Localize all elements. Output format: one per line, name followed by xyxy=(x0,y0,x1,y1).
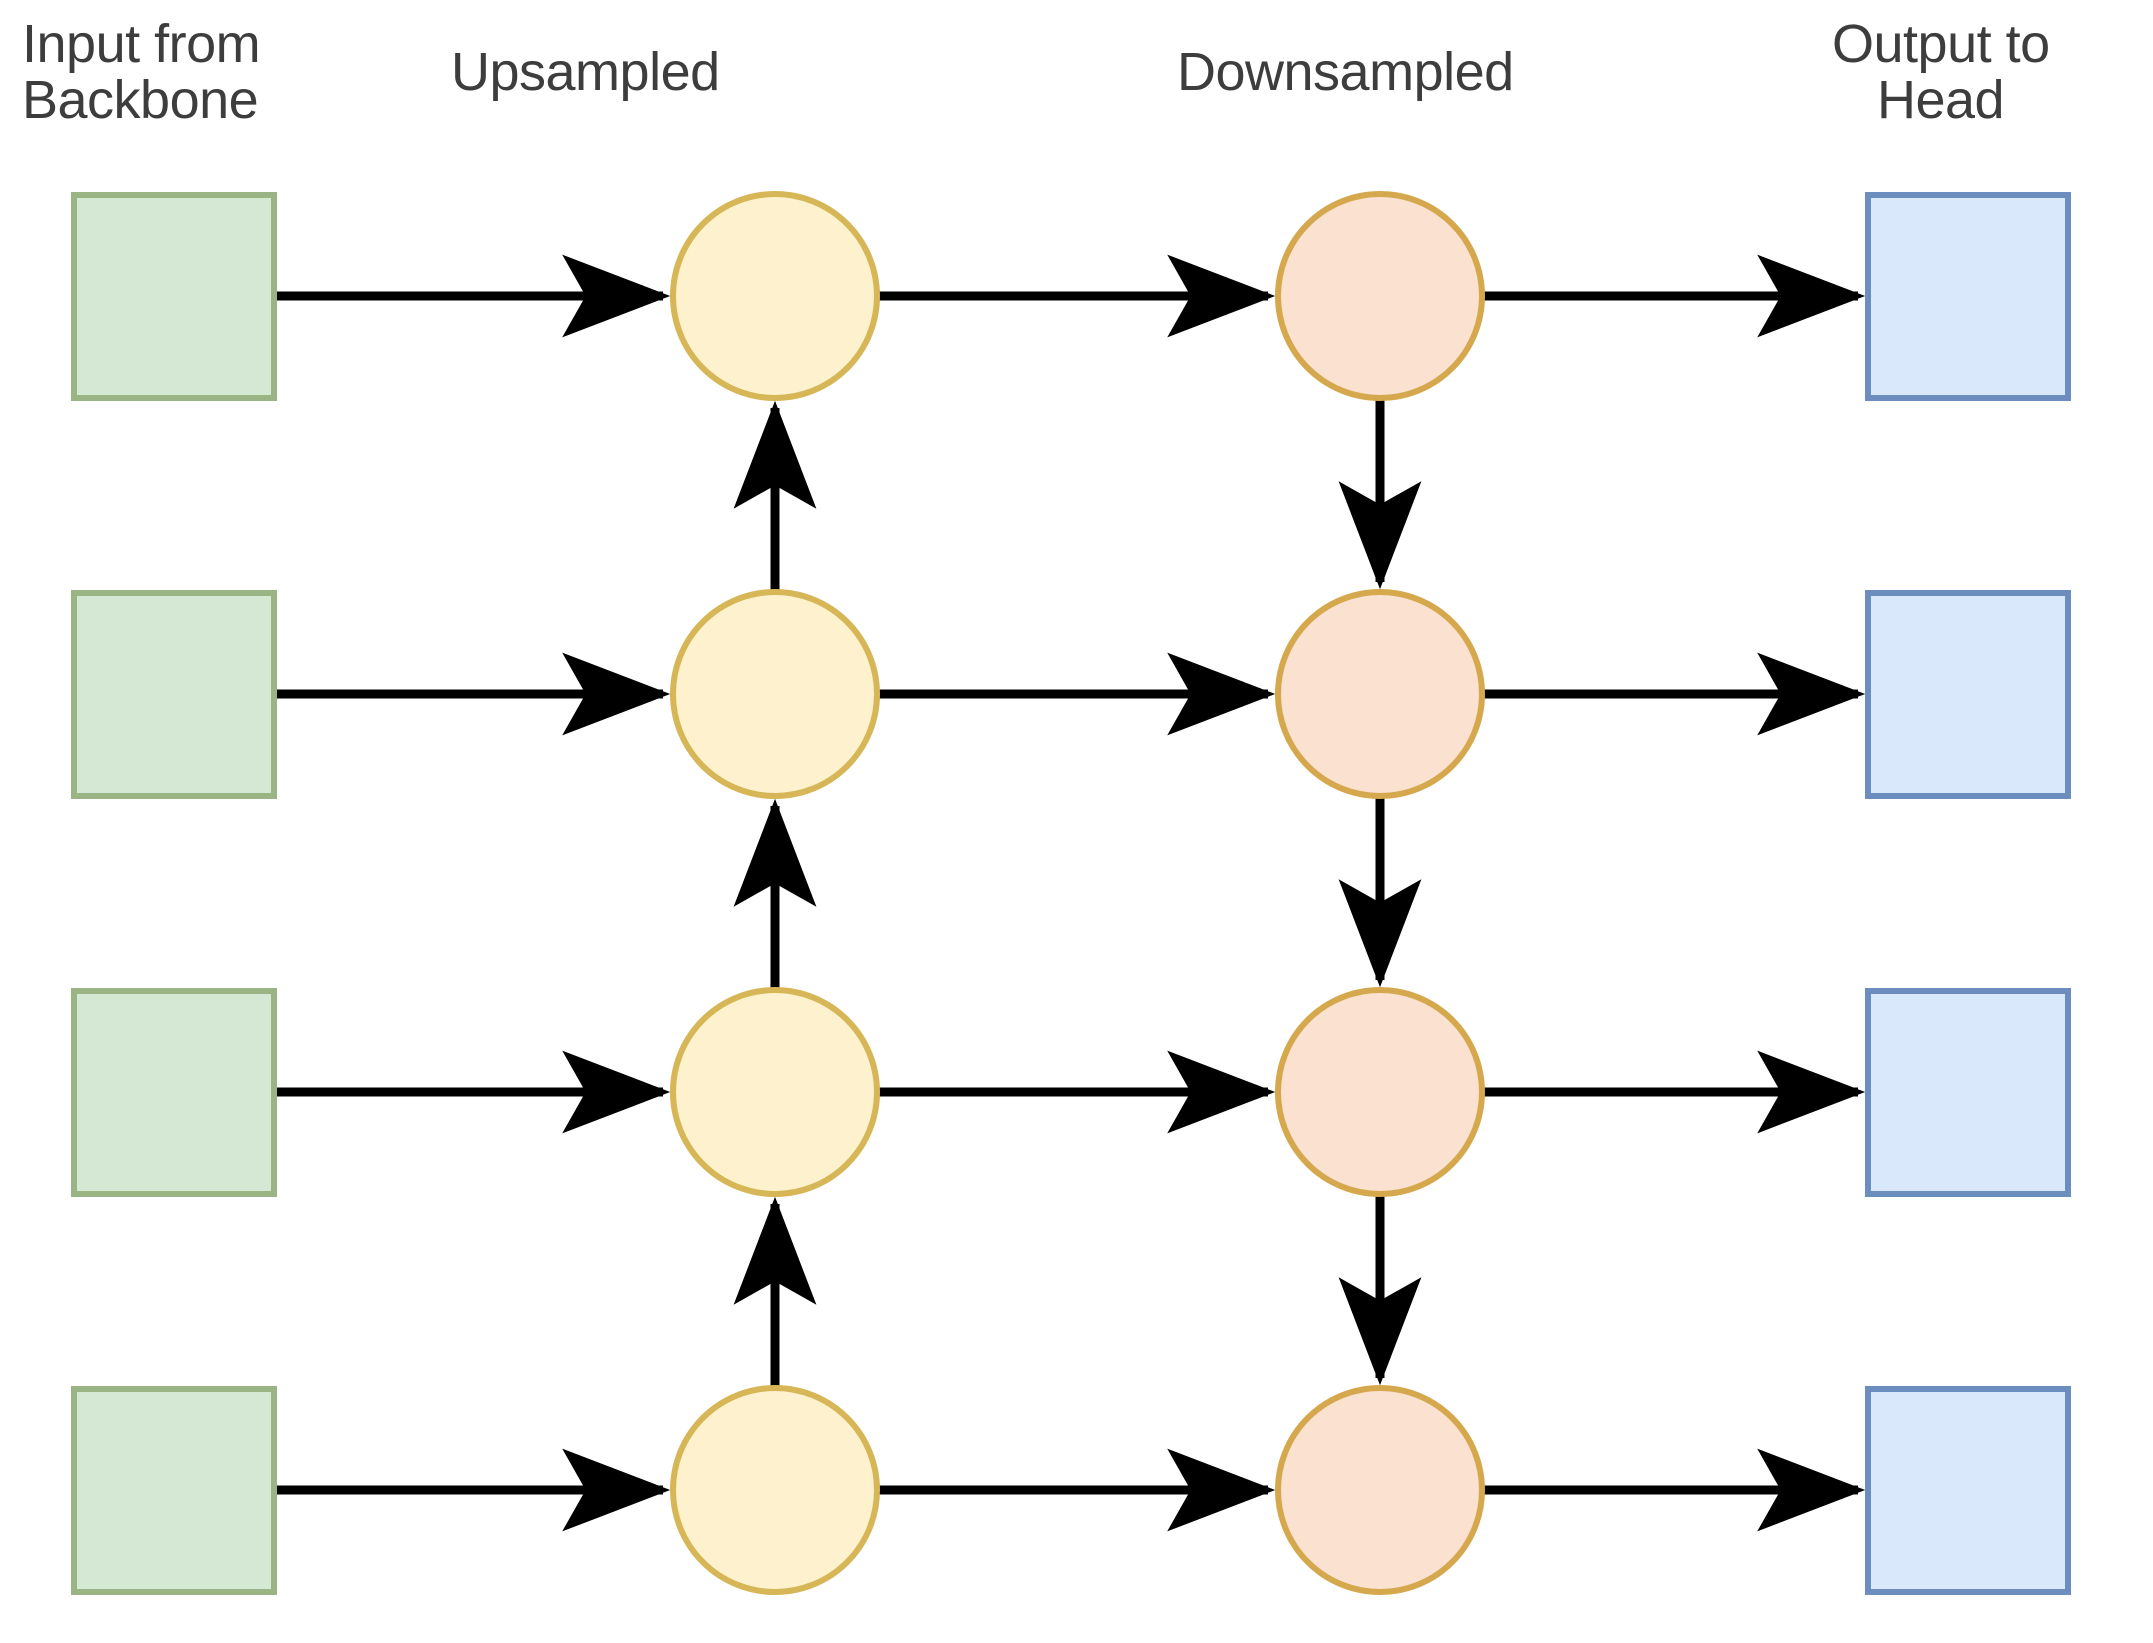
output-head-box-row3[interactable] xyxy=(1865,988,2071,1197)
input-backbone-box-row4[interactable] xyxy=(71,1386,277,1595)
input-backbone-nodes xyxy=(71,192,277,1595)
heading-input-backbone-line2: Backbone xyxy=(22,70,258,130)
input-backbone-box-row1[interactable] xyxy=(71,192,277,401)
upsampled-circle-row3[interactable] xyxy=(670,987,880,1197)
downsampled-circle-row2[interactable] xyxy=(1275,589,1485,799)
heading-output-head-line1: Output to xyxy=(1832,14,2050,74)
column-headings: Input from Backbone Upsampled Downsample… xyxy=(22,14,2050,130)
downsampled-circle-row3[interactable] xyxy=(1275,987,1485,1197)
output-head-box-row1[interactable] xyxy=(1865,192,2071,401)
heading-output-head-line2: Head xyxy=(1877,70,2004,130)
downsampled-circle-row4[interactable] xyxy=(1275,1385,1485,1595)
output-head-box-row2[interactable] xyxy=(1865,590,2071,799)
horizontal-edges xyxy=(274,254,1866,1532)
downsampled-nodes xyxy=(1275,191,1485,1595)
downsampled-circle-row1[interactable] xyxy=(1275,191,1485,401)
output-head-nodes xyxy=(1865,192,2071,1595)
upsampled-circle-row2[interactable] xyxy=(670,589,880,799)
heading-downsampled: Downsampled xyxy=(1177,42,1514,102)
upsampled-nodes xyxy=(670,191,880,1595)
upsampled-circle-row4[interactable] xyxy=(670,1385,880,1595)
heading-input-backbone-line1: Input from xyxy=(22,14,260,74)
input-backbone-box-row3[interactable] xyxy=(71,988,277,1197)
output-head-box-row4[interactable] xyxy=(1865,1386,2071,1595)
input-backbone-box-row2[interactable] xyxy=(71,590,277,799)
upsampled-circle-row1[interactable] xyxy=(670,191,880,401)
heading-upsampled: Upsampled xyxy=(451,42,720,102)
